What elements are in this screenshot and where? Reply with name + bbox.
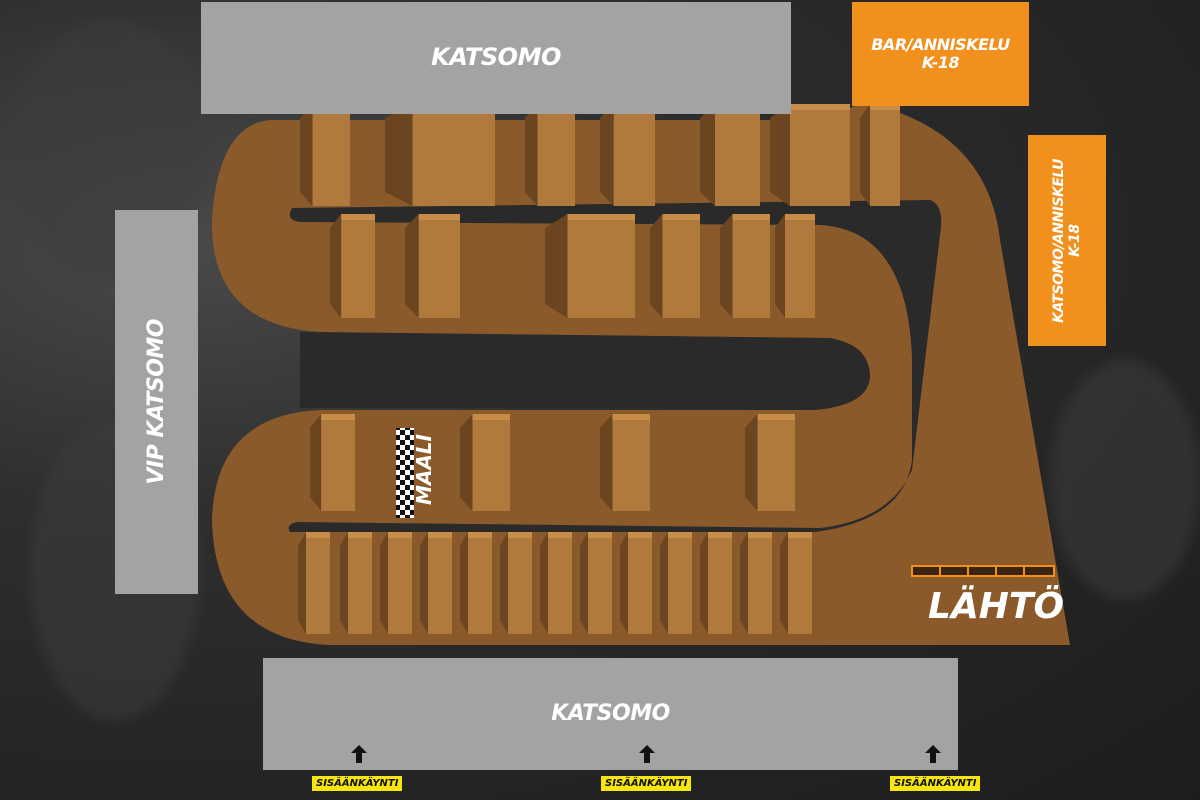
jump-icon xyxy=(330,214,375,318)
jump-icon xyxy=(460,532,492,634)
jump-icon xyxy=(720,214,770,318)
jump-icon xyxy=(525,104,575,206)
background-shape xyxy=(1050,360,1200,600)
jump-icon xyxy=(700,532,732,634)
jump-icon xyxy=(745,414,795,511)
jump-icon xyxy=(770,104,850,206)
jump-icon xyxy=(405,214,460,318)
entrance-label[interactable]: SISÄÄNKÄYNTI xyxy=(312,776,403,791)
jump-icon xyxy=(300,104,350,206)
jump-icon xyxy=(580,532,612,634)
jump-group xyxy=(298,104,900,634)
jump-icon xyxy=(775,214,815,318)
stand-right: KATSOMO/ANNISKELU K-18 xyxy=(1028,135,1106,346)
stand-right-label: KATSOMO/ANNISKELU K-18 xyxy=(1050,158,1083,323)
entrance-arrow-icon xyxy=(639,745,655,763)
finish-label-text: MAALI xyxy=(412,434,436,506)
jump-icon xyxy=(460,414,510,511)
jump-icon xyxy=(340,532,372,634)
jump-icon xyxy=(860,104,900,206)
jump-icon xyxy=(660,532,692,634)
jump-icon xyxy=(540,532,572,634)
vip-stand-label: VIP KATSOMO xyxy=(143,319,169,485)
stand-top-label: KATSOMO xyxy=(431,43,561,72)
jump-icon xyxy=(385,104,495,206)
jump-icon xyxy=(740,532,772,634)
stand-bottom: KATSOMO xyxy=(263,658,958,770)
track-infield xyxy=(300,332,869,408)
jump-icon xyxy=(600,414,650,511)
jump-icon xyxy=(545,214,635,318)
entrance-label[interactable]: SISÄÄNKÄYNTI xyxy=(890,776,981,791)
stand-top: KATSOMO xyxy=(201,2,791,114)
jump-icon xyxy=(420,532,452,634)
jump-icon xyxy=(650,214,700,318)
vip-stand: VIP KATSOMO xyxy=(115,210,198,594)
jump-icon xyxy=(298,532,330,634)
bar-area-label: BAR/ANNISKELU K-18 xyxy=(871,34,1010,72)
jump-icon xyxy=(600,104,655,206)
finish-label: MAALI xyxy=(412,434,442,514)
finish-line-checker xyxy=(396,428,414,518)
start-label: LÄHTÖ xyxy=(928,586,1065,627)
stand-bottom-label: KATSOMO xyxy=(551,701,670,727)
jump-icon xyxy=(780,532,812,634)
jump-icon xyxy=(700,104,760,206)
jump-icon xyxy=(380,532,412,634)
entrance-label[interactable]: SISÄÄNKÄYNTI xyxy=(601,776,692,791)
entrance-arrow-icon xyxy=(351,745,367,763)
track-infield xyxy=(288,200,942,532)
bar-area: BAR/ANNISKELU K-18 xyxy=(852,2,1029,106)
jump-icon xyxy=(620,532,652,634)
jump-icon xyxy=(310,414,355,511)
start-gate xyxy=(911,565,1055,577)
jump-icon xyxy=(500,532,532,634)
entrance-arrow-icon xyxy=(925,745,941,763)
